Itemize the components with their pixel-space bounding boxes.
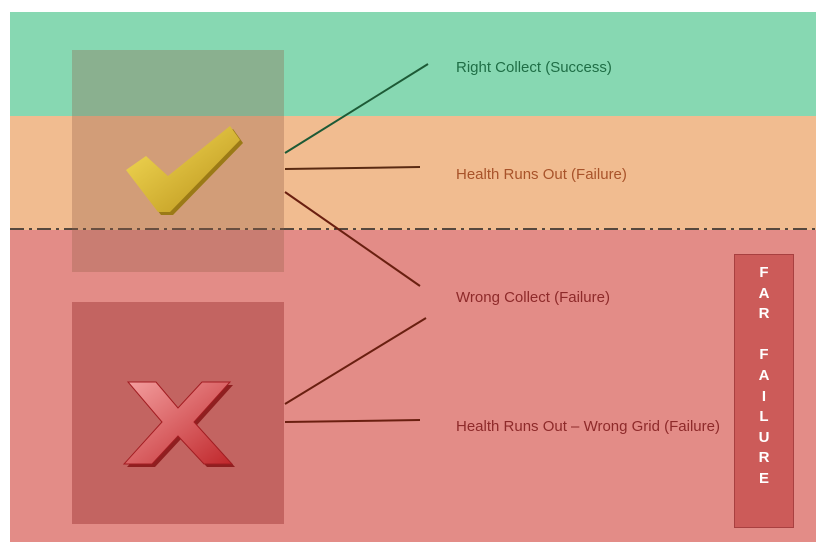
line-wrong-grid: [284, 419, 421, 423]
side-letter: E: [758, 469, 769, 487]
side-letter: I: [761, 387, 767, 405]
outcome-right-collect: Right Collect (Success): [456, 59, 612, 76]
far-failure-label: F A R F A I L U R E: [735, 263, 793, 490]
outcome-health-wrong-grid: Health Runs Out – Wrong Grid (Failure): [456, 418, 720, 435]
side-letter: U: [758, 428, 770, 446]
x-mark-icon: [122, 381, 235, 467]
side-letter: R: [758, 449, 770, 467]
line-right-collect: [284, 63, 429, 154]
far-failure-box: F A R F A I L U R E: [734, 254, 794, 528]
outcome-wrong-collect: Wrong Collect (Failure): [456, 289, 610, 306]
diagram: Right Collect (Success) Health Runs Out …: [10, 12, 816, 542]
side-letter: [735, 325, 793, 346]
side-letter: A: [758, 366, 770, 384]
correct-action-box: [72, 50, 284, 272]
line-health-runs-out: [284, 166, 421, 170]
side-letter: L: [759, 408, 769, 426]
side-letter: A: [758, 284, 770, 302]
side-letter: F: [759, 264, 769, 281]
connector-lines: [284, 63, 429, 423]
line-wrong-collect-x: [284, 317, 427, 405]
success-band: [10, 12, 816, 116]
outcome-health-runs-out: Health Runs Out (Failure): [456, 166, 627, 183]
side-letter: F: [759, 346, 769, 364]
checkmark-icon: [126, 126, 243, 215]
side-letter: R: [758, 305, 770, 323]
line-wrong-collect: [284, 191, 421, 287]
